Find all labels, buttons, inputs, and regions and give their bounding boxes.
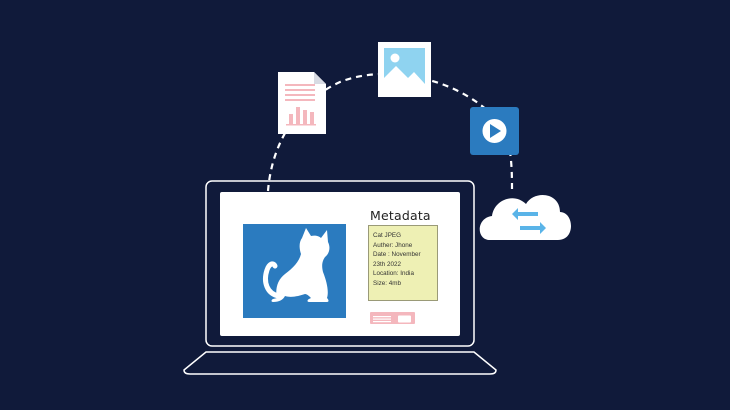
metadata-title: Metadata xyxy=(370,208,431,223)
metadata-line: Auther: Jhone xyxy=(373,241,413,249)
cat-photo xyxy=(243,224,346,318)
laptop-base xyxy=(183,351,497,375)
metadata-line: Size: 4mb xyxy=(373,279,401,287)
cloud-sync-icon xyxy=(479,194,571,240)
metadata-card: Cat JPEG Auther: Jhone Date : November 2… xyxy=(368,225,438,301)
image-file-icon xyxy=(378,42,431,97)
cat-silhouette-icon xyxy=(263,228,330,302)
document-chart-icon xyxy=(278,72,326,134)
metadata-line: Location: India xyxy=(373,270,414,278)
video-play-icon xyxy=(470,107,519,155)
tag-lines-icon xyxy=(373,315,411,323)
laptop-lid xyxy=(205,180,475,347)
metadata-line: Date : November xyxy=(373,251,421,259)
laptop-screen: Metadata Cat JPEG Auther: Jhone Date : N… xyxy=(220,192,460,336)
mini-tag-graphic xyxy=(370,312,415,324)
metadata-line: 23th 2022 xyxy=(373,260,402,268)
metadata-line: Cat JPEG xyxy=(373,232,401,239)
